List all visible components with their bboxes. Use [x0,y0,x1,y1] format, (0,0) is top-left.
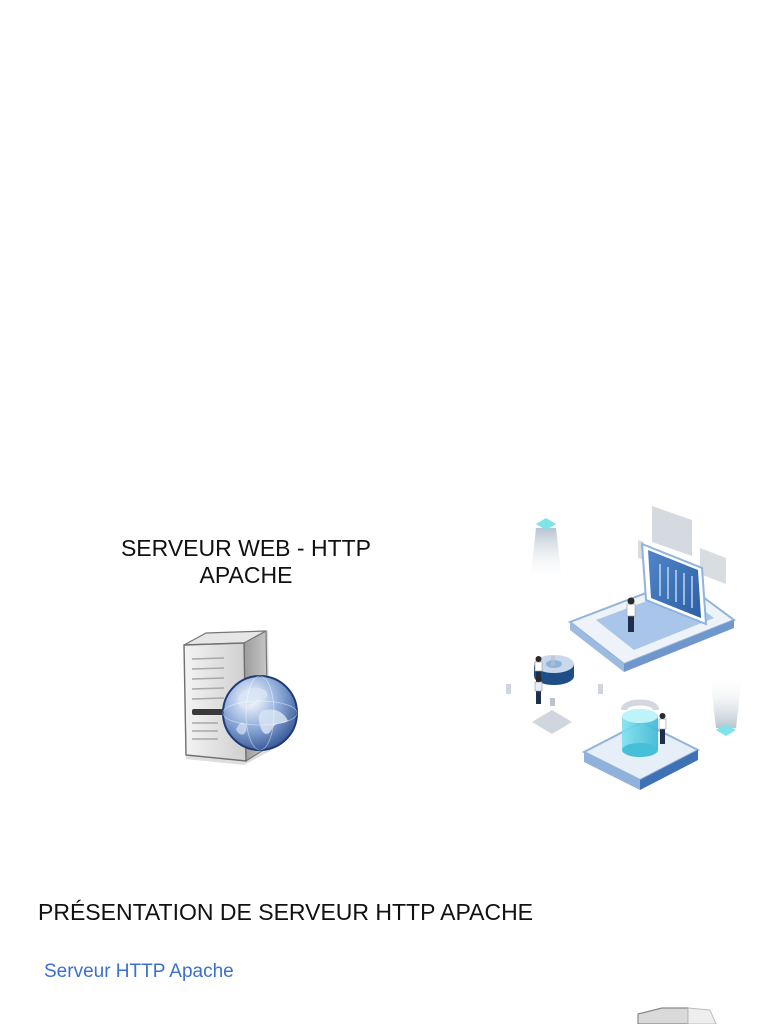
server-globe-icon [183,629,298,765]
server-partial-icon [637,1007,717,1024]
slide-title: SERVEUR WEB - HTTP APACHE [90,535,402,589]
isometric-laptop-database-illustration [506,506,742,790]
apache-http-server-link[interactable]: Serveur HTTP Apache [44,961,234,982]
slide-title-line-2: APACHE [199,562,293,588]
slide-title-line-1: SERVEUR WEB - HTTP [120,535,372,561]
section-heading: PRÉSENTATION DE SERVEUR HTTP APACHE [38,899,534,925]
